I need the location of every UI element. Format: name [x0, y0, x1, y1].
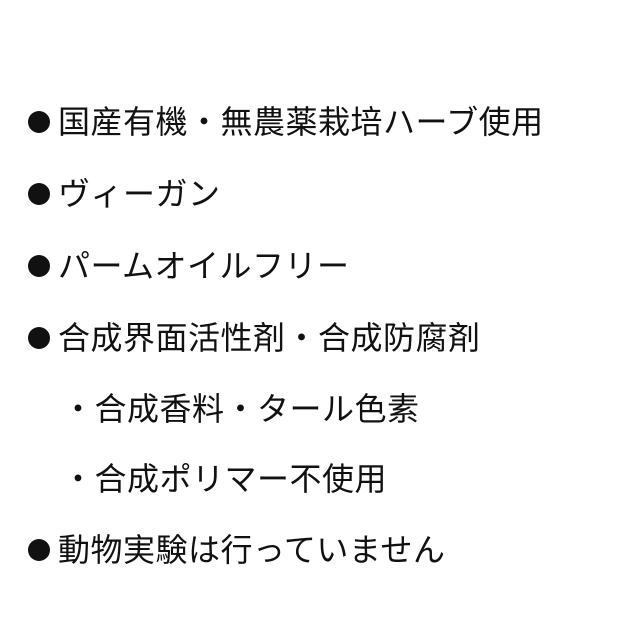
feature-subitem-polymer-free: ・合成ポリマー不使用 [28, 444, 628, 514]
feature-item-no-synthetic-surfactants: 合成界面活性剤・合成防腐剤 [28, 302, 628, 374]
feature-item-label: ヴィーガン [58, 175, 221, 213]
feature-item-herbs: 国産有機・無農薬栽培ハーブ使用 [28, 86, 628, 158]
feature-subitem-fragrance-tar-dye: ・合成香料・タール色素 [28, 374, 628, 444]
feature-item-palm-oil-free: パームオイルフリー [28, 230, 628, 302]
feature-item-label: 合成界面活性剤・合成防腐剤 [58, 319, 481, 357]
feature-list: 国産有機・無農薬栽培ハーブ使用 ヴィーガン パームオイルフリー 合成界面活性剤・… [28, 86, 628, 586]
bullet-icon [28, 327, 50, 349]
feature-item-label: 国産有機・無農薬栽培ハーブ使用 [58, 103, 544, 141]
bullet-icon [28, 183, 50, 205]
feature-item-no-animal-testing: 動物実験は行っていません [28, 514, 628, 586]
bullet-icon [28, 255, 50, 277]
feature-item-label: 動物実験は行っていません [58, 531, 446, 569]
feature-subitem-label: ・合成ポリマー不使用 [62, 460, 388, 498]
bullet-icon [28, 539, 50, 561]
feature-item-label: パームオイルフリー [58, 247, 350, 285]
feature-item-vegan: ヴィーガン [28, 158, 628, 230]
feature-subitem-label: ・合成香料・タール色素 [62, 390, 420, 428]
bullet-icon [28, 111, 50, 133]
